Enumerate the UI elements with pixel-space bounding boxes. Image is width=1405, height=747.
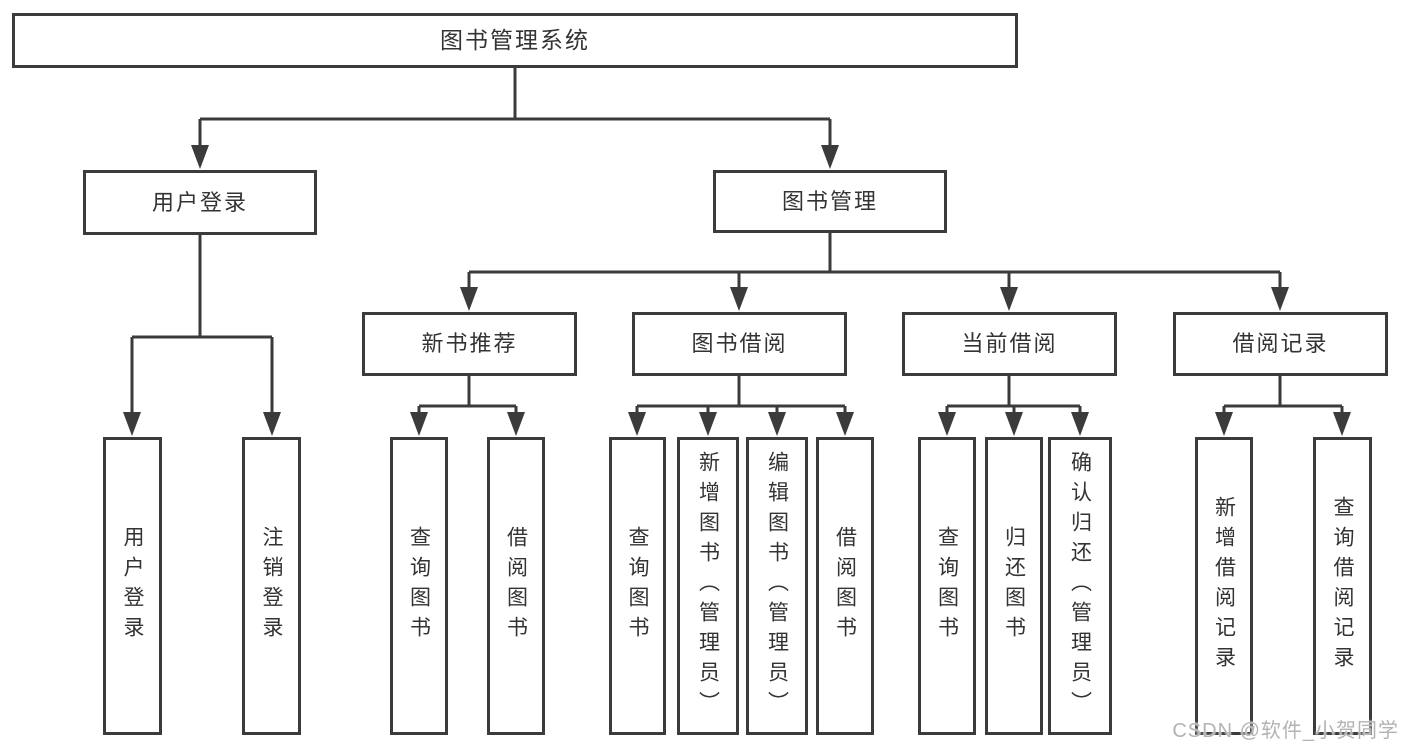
leaf-query-books-borrow: 查询图书 xyxy=(609,437,666,735)
leaf-borrow-books: 借阅图书 xyxy=(816,437,874,735)
leaf-user-login: 用户登录 xyxy=(103,437,162,735)
leaf-add-books-admin: 新增图书（管理员） xyxy=(677,437,739,735)
leaf-logout-login: 注销登录 xyxy=(242,437,301,735)
leaf-return-books: 归还图书 xyxy=(985,437,1043,735)
watermark: CSDN @软件_小贺同学 xyxy=(1172,720,1399,742)
leaf-query-books-recommend: 查询图书 xyxy=(390,437,448,735)
leaf-confirm-return-admin: 确认归还（管理员） xyxy=(1048,437,1112,735)
leaf-query-borrow-record: 查询借阅记录 xyxy=(1313,437,1372,735)
leaf-borrow-books-recommend: 借阅图书 xyxy=(487,437,545,735)
node-user-login: 用户登录 xyxy=(83,170,317,235)
leaf-query-books-current: 查询图书 xyxy=(918,437,976,735)
node-new-book-recommendation: 新书推荐 xyxy=(362,312,577,376)
node-book-management: 图书管理 xyxy=(713,170,947,233)
node-borrowing-records: 借阅记录 xyxy=(1173,312,1388,376)
node-book-borrowing: 图书借阅 xyxy=(632,312,847,376)
node-library-management-system: 图书管理系统 xyxy=(12,13,1018,68)
leaf-edit-books-admin: 编辑图书（管理员） xyxy=(746,437,808,735)
leaf-add-borrow-record: 新增借阅记录 xyxy=(1195,437,1253,735)
node-current-borrowing: 当前借阅 xyxy=(902,312,1117,376)
